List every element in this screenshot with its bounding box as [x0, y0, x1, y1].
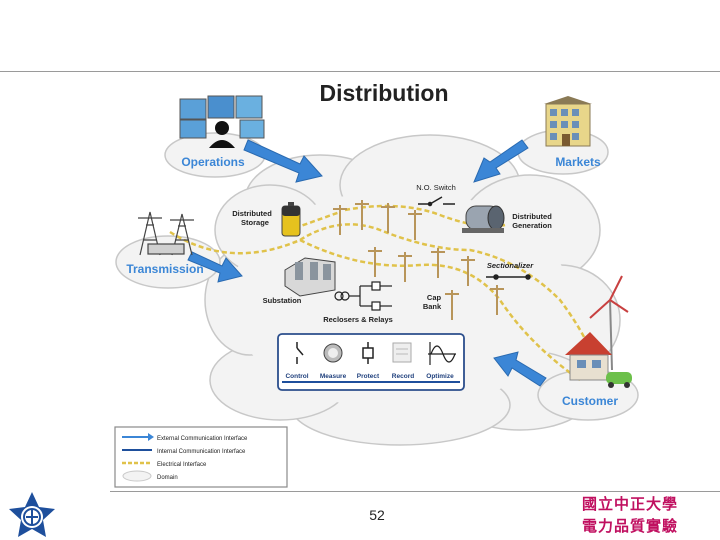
utility-pole-icon — [445, 290, 459, 320]
utility-pole-icon — [490, 285, 504, 315]
function-control: Control — [285, 373, 308, 380]
sectionalizer-symbol — [486, 274, 531, 280]
utility-pole-icon — [398, 252, 412, 282]
lab-name-line-1: 國立中正大學 — [582, 495, 679, 513]
utility-pole-icon — [461, 256, 475, 286]
label-substation: Substation — [263, 296, 302, 305]
legend-domain: Domain — [157, 475, 178, 481]
utility-pole-icon — [355, 200, 369, 230]
lab-name: 國立中正大學 電力品質實驗 室 — [582, 493, 702, 540]
utility-pole-icon — [431, 248, 445, 278]
utility-pole-icon — [368, 247, 382, 277]
label-no-switch: N.O. Switch — [416, 183, 456, 192]
reclosers-relays-symbol — [334, 281, 392, 311]
label-transmission: Transmission — [126, 262, 203, 276]
function-optimize: Optimize — [426, 373, 454, 380]
distribution-diagram: Distribution — [114, 80, 639, 488]
office-building-icon — [544, 96, 592, 147]
label-customer: Customer — [562, 394, 618, 408]
label-sectionalizer: Sectionalizer — [487, 261, 534, 270]
legend-internal: Internal Communication Interface — [157, 449, 246, 455]
arrow-transmission — [187, 251, 243, 283]
label-operations: Operations — [181, 155, 245, 169]
function-measure: Measure — [320, 373, 347, 380]
legend-external: External Communication Interface — [157, 436, 248, 442]
function-record: Record — [392, 373, 414, 380]
utility-pole-icon — [381, 203, 395, 233]
operator-workstation-icon — [179, 95, 265, 148]
university-logo-icon — [9, 492, 55, 537]
protect-icon — [362, 342, 374, 364]
legend: External Communication Interface Interna… — [114, 426, 288, 488]
label-markets: Markets — [555, 155, 601, 169]
transmission-tower-icon — [138, 211, 194, 256]
function-panel: Control Measure Protect Record Optimize — [277, 333, 465, 391]
legend-electrical: Electrical Interface — [157, 462, 207, 468]
substation-icon — [284, 257, 336, 297]
lab-name-line-2: 電力品質實驗 — [582, 517, 679, 535]
arrow-markets — [473, 139, 529, 183]
diagram-title: Distribution — [319, 80, 448, 106]
measure-icon — [323, 343, 343, 363]
page-number: 52 — [369, 507, 385, 523]
arrow-operations — [243, 139, 323, 183]
utility-poles — [333, 200, 504, 320]
battery-icon — [281, 202, 301, 237]
control-icon — [296, 342, 304, 364]
electrical-line-main — [169, 223, 602, 376]
function-protect: Protect — [357, 373, 380, 380]
utility-pole-icon — [408, 210, 422, 240]
turbine-generator-icon — [462, 205, 505, 233]
arrow-customer — [493, 351, 547, 387]
bottom-rule — [110, 491, 720, 492]
house-with-turbine-icon — [565, 275, 632, 388]
top-rule — [0, 71, 720, 72]
label-reclosers-relays: Reclosers & Relays — [323, 315, 393, 324]
no-switch-symbol — [418, 196, 455, 207]
electrical-line-lower — [299, 238, 581, 382]
record-icon — [392, 342, 412, 363]
utility-pole-icon — [333, 205, 347, 235]
optimize-icon — [428, 342, 456, 365]
